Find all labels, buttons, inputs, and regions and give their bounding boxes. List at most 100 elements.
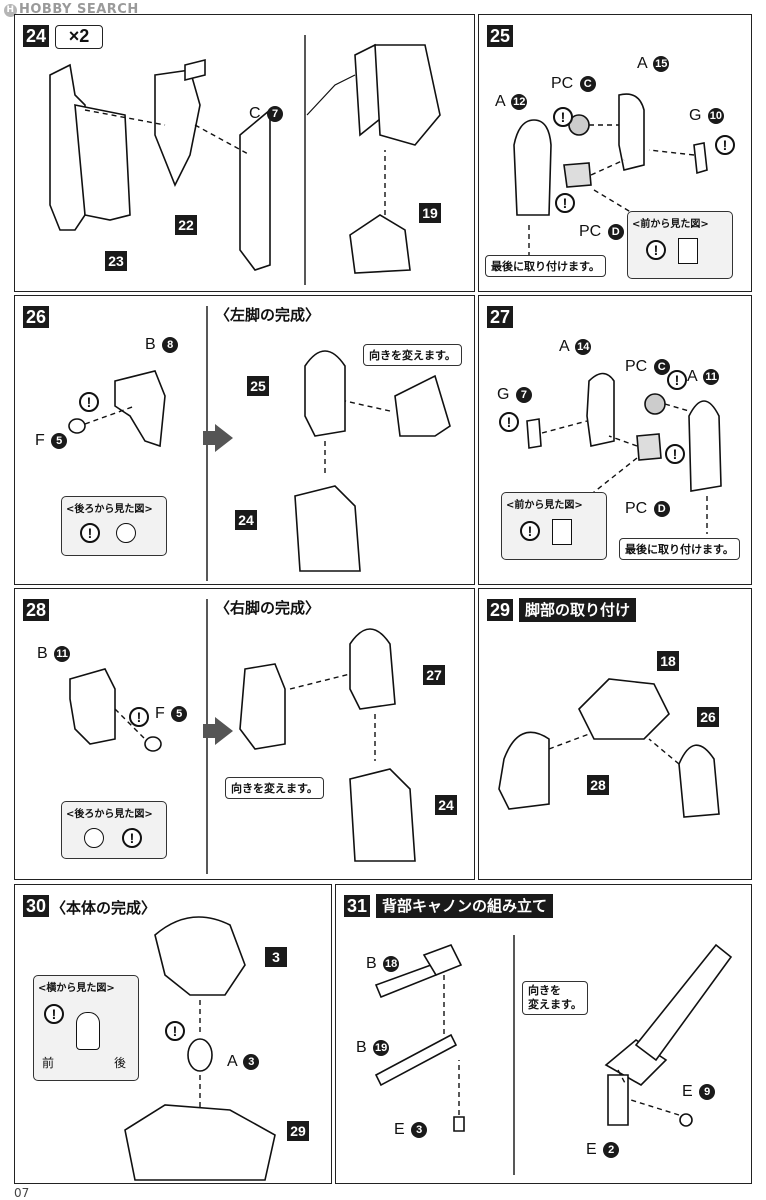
part-label-f5: F 5 (35, 432, 68, 450)
step-26-illustration (68, 306, 451, 581)
part-label-e9: E 9 (682, 1083, 716, 1101)
part-label-a3: A 3 (227, 1053, 260, 1071)
turn-around-note: 向きを変えます。 (225, 777, 324, 799)
part-label-pcc: PC C (551, 75, 596, 93)
part-hole-icon (552, 519, 572, 545)
assembly-tag-24: 24 (235, 510, 257, 530)
warning-icon: ! (667, 370, 687, 390)
assembly-tag-22: 22 (175, 215, 197, 235)
step-24-panel: 24 ×2 C 7 23 22 19 (14, 14, 475, 292)
warning-icon: ! (646, 240, 666, 260)
back-view-title: <後ろから見た図> (66, 504, 153, 515)
step-31-illustration (374, 935, 733, 1175)
next-arrow-icon (203, 717, 233, 745)
warning-icon: ! (555, 193, 575, 213)
part-label-c7: C 7 (249, 105, 284, 123)
step-title: 〈右脚の完成〉 (215, 599, 321, 617)
back-view-inset: <後ろから見た図> ! (61, 801, 167, 859)
step-number: 27 (487, 306, 514, 328)
step-number: 26 (23, 306, 50, 328)
step-28-illustration (69, 599, 416, 874)
turn-note-line-1: 向きを (528, 984, 561, 997)
assembly-tag-27: 27 (423, 665, 445, 685)
assembly-tag-28: 28 (587, 775, 609, 795)
side-view-inset: <横から見た図> ! 前 後 (33, 975, 139, 1081)
part-label-e3: E 3 (394, 1121, 428, 1139)
part-hole-icon (678, 238, 698, 264)
assembly-tag-24: 24 (435, 795, 457, 815)
assembly-tag-23: 23 (105, 251, 127, 271)
turn-note-line-2: 変えます。 (528, 998, 582, 1011)
part-peg-icon (84, 828, 104, 848)
part-label-b19: B 19 (356, 1039, 390, 1056)
turn-around-note: 向きを変えます。 (363, 344, 462, 366)
warning-icon: ! (499, 412, 519, 432)
part-label-b18: B 18 (366, 955, 400, 972)
step-26-panel: 26 〈左脚の完成〉 B 8 F 5 ! <後ろから見た図> ! 向きを変えます… (14, 295, 475, 585)
part-label-a12: A 12 (495, 93, 528, 110)
assembly-tag-3: 3 (265, 947, 287, 967)
step-25-illustration (513, 93, 708, 255)
part-peg-icon (116, 523, 136, 543)
assembly-tag-25: 25 (247, 376, 269, 396)
warning-icon: ! (715, 135, 735, 155)
turn-around-note: 向きを 変えます。 (522, 981, 588, 1015)
step-30-panel: 30 〈本体の完成〉 <横から見た図> ! 前 後 ! A 3 3 29 (14, 884, 332, 1184)
part-label-a14: A 14 (559, 338, 592, 355)
assembly-tag-19: 19 (419, 203, 441, 223)
page-number: 07 (14, 1186, 30, 1200)
front-view-inset: <前から見た図> ! (627, 211, 733, 279)
step-27-panel: 27 A 14 PC C A 11 G 7 PC D ! ! ! <前から見た図… (478, 295, 752, 585)
back-view-title: <後ろから見た図> (66, 809, 153, 820)
part-label-g7: G 7 (497, 386, 532, 404)
next-arrow-icon (203, 424, 233, 452)
part-label-a15: A 15 (637, 55, 670, 72)
warning-icon: ! (79, 392, 99, 412)
part-label-g10: G 10 (689, 107, 724, 124)
part-label-pcd: PC D (625, 500, 670, 518)
step-title: 脚部の取り付け (519, 598, 637, 622)
part-label-pcd: PC D (579, 223, 624, 241)
attach-last-note: 最後に取り付けます。 (619, 538, 740, 560)
front-view-title: <前から見た図> (506, 500, 583, 511)
part-label-a11: A 11 (687, 368, 720, 386)
part-label-f5: F 5 (155, 705, 188, 723)
warning-icon: ! (129, 707, 149, 727)
front-label: 前 (42, 1056, 55, 1070)
step-number: 24 (23, 25, 50, 47)
front-view-title: <前から見た図> (632, 219, 709, 230)
step-number: 28 (23, 599, 50, 621)
step-25-panel: 25 A 12 PC C A 15 G 10 PC D ! ! ! <前から見た… (478, 14, 752, 292)
step-27-illustration (526, 372, 722, 534)
step-29-illustration (498, 678, 720, 818)
warning-icon: ! (165, 1021, 185, 1041)
warning-icon: ! (44, 1004, 64, 1024)
assembly-tag-26: 26 (697, 707, 719, 727)
step-number: 25 (487, 25, 514, 47)
side-view-title: <横から見た図> (38, 983, 115, 994)
step-31-panel: 31 背部キャノンの組み立て B 18 B 19 E 3 E 9 E 2 向きを… (335, 884, 752, 1184)
step-24-illustration (49, 35, 441, 285)
step-29-panel: 29 脚部の取り付け 18 26 28 (478, 588, 752, 880)
part-label-e2: E 2 (586, 1141, 620, 1159)
step-title: 背部キャノンの組み立て (376, 894, 554, 918)
assembly-tag-29: 29 (287, 1121, 309, 1141)
step-title: 〈本体の完成〉 (51, 899, 157, 917)
back-label: 後 (114, 1056, 127, 1070)
step-title: 〈左脚の完成〉 (215, 306, 321, 324)
front-view-inset: <前から見た図> ! (501, 492, 607, 560)
warning-icon: ! (520, 521, 540, 541)
quantity-badge: ×2 (55, 25, 103, 49)
attach-last-note: 最後に取り付けます。 (485, 255, 606, 277)
part-label-b11: B 11 (37, 645, 71, 663)
warning-icon: ! (80, 523, 100, 543)
back-view-inset: <後ろから見た図> ! (61, 496, 167, 556)
head-joint-icon (76, 1012, 100, 1050)
step-number: 31 (344, 895, 371, 917)
warning-icon: ! (665, 444, 685, 464)
part-label-b8: B 8 (145, 336, 179, 354)
warning-icon: ! (553, 107, 573, 127)
step-number: 29 (487, 599, 514, 621)
step-30-illustration (124, 916, 276, 1181)
